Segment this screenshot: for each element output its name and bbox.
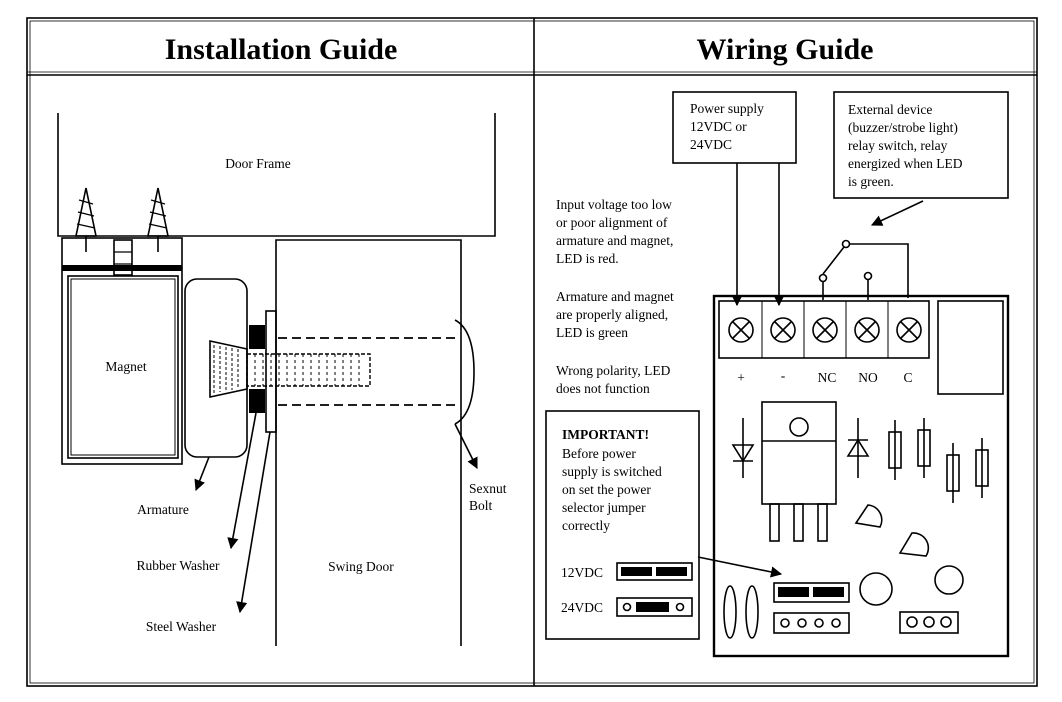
installation-drawing: Door Frame Magnet Swin [57,113,510,646]
rubber-washer [249,389,265,413]
note-aligned: Armature and magnet are properly aligned… [556,289,677,340]
capacitor-icon [859,572,893,606]
voltage-regulator-icon [761,401,837,542]
wiring-drawing: Power supply 12VDC or 24VDC External dev… [545,91,1010,658]
external-device-label: External device (buzzer/strobe light) re… [848,102,966,189]
terminal-block [718,300,930,359]
led-diode-icon [846,418,870,478]
steel-washer [265,310,277,433]
armature-label: Armature [137,502,189,517]
sexnut-bolt-label: Sexnut Bolt [469,481,510,513]
terminal-screw-icon [896,317,922,343]
relay-component [937,300,1004,395]
terminal-label: NC [818,370,837,385]
power-supply-box [672,91,797,164]
terminal-screw-icon [728,317,754,343]
swing-door-label: Swing Door [328,559,394,574]
door-frame-label: Door Frame [225,156,291,171]
outer-frame [26,17,1038,687]
mounting-screw-icon [75,187,97,252]
mounting-screw-icon [147,187,169,252]
resistor-icon [975,438,989,498]
rubber-washer-label: Rubber Washer [136,558,220,573]
diode-icon [731,418,755,478]
jumper-12vdc-label: 12VDC [561,565,603,580]
bolt [209,337,456,406]
terminal-label: - [781,368,786,383]
pin-header-icon [899,611,959,634]
note-polarity: Wrong polarity, LED does not function [556,363,674,396]
wiring-guide-title: Wiring Guide [697,33,874,66]
circuit-board [712,294,1010,658]
rubber-washer [249,325,265,349]
terminal-label: C [903,370,912,385]
steel-washer-label: Steel Washer [146,619,217,634]
capacitor-icon [934,565,964,595]
crystal-icon [745,585,759,639]
transistor-icon [898,532,930,557]
door-frame-outline [57,113,496,237]
armature-plate [184,278,248,458]
crystal-icon [723,585,737,639]
terminal-label: NO [858,370,878,385]
note-low-voltage: Input voltage too low or poor alignment … [556,197,677,266]
installation-guide-title: Installation Guide [165,33,398,66]
important-text: Before power supply is switched on set t… [562,446,665,533]
pin-header-icon [773,612,850,634]
resistor-icon [888,420,902,480]
terminal-screw-icon [854,317,880,343]
important-title: IMPORTANT! [562,427,649,442]
jumper-24vdc-label: 24VDC [561,600,603,615]
power-supply-label: Power supply 12VDC or 24VDC [690,101,767,152]
important-box [545,410,700,640]
transistor-icon [854,504,883,528]
external-device-box [833,91,1009,199]
resistor-icon [946,443,960,503]
magnet-label: Magnet [105,359,146,374]
terminal-screw-icon [812,317,838,343]
jumper-12vdc-icon [616,562,693,581]
jumper-24vdc-icon [616,597,693,617]
swing-door-outline [275,239,462,646]
terminal-label: + [737,370,745,385]
magnet-housing [61,237,183,465]
terminal-screw-icon [770,317,796,343]
resistor-icon [917,418,931,478]
board-jumper-icon [773,582,850,603]
